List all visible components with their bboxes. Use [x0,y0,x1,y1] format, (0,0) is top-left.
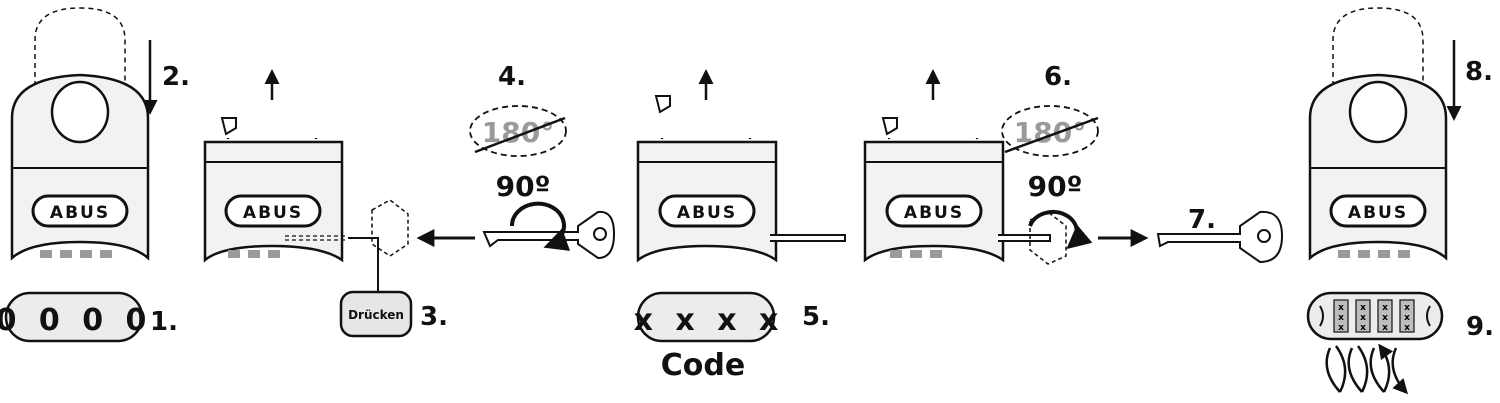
brand-logo: ABUS [677,203,737,223]
dial-mark: x [1338,323,1344,333]
start-code: 0 0 0 0 [0,303,152,338]
brand-logo: ABUS [904,203,964,223]
dial-mark: x [1360,323,1366,333]
new-code: x x x x [634,303,785,338]
step-4-label: 4. [498,62,526,92]
rotate-arrow [509,201,571,251]
removed-key [1156,210,1284,264]
strike-line [1004,116,1099,154]
dashed-ellipse [1001,105,1099,157]
angle-ok: 90º [1028,170,1083,203]
padlock-open-2: ABUS [203,8,345,263]
padlock-closed-1: ABUS [10,7,150,261]
padlock-open-6: ABUS [863,8,1093,265]
dashed-ellipse [469,105,567,157]
dial-wheel [1355,299,1371,333]
scramble-arrows [1325,346,1406,392]
step-3-label: 3. [420,302,448,332]
dial-wheel [1399,299,1415,333]
dial-wheel [1333,299,1349,333]
step-6-label: 6. [1044,62,1072,92]
brand-logo: ABUS [50,203,110,223]
key-head-outline [1029,211,1067,265]
step-1-label: 1. [150,307,178,337]
brand-logo: ABUS [1348,203,1408,223]
dial-mark: x [1338,313,1344,323]
rotate-arrow [1028,209,1093,250]
code-label: Code [661,348,745,383]
dial-display-start: 0 0 0 0 [0,291,152,343]
dial-mark: x [1360,303,1366,313]
strike-line [474,116,566,154]
angle-ok: 90º [496,170,551,203]
press-connector [348,237,379,292]
padlock-open-5: ABUS [636,8,846,263]
dial-mark: x [1382,323,1388,333]
padlock-closed-8: ABUS [1308,7,1448,261]
step-5-label: 5. [802,302,830,332]
dial-mark: x [1404,323,1410,333]
press-label: Drücken [348,308,404,322]
step-9-label: 9. [1466,312,1494,342]
angle-crossed: 180° [482,116,554,149]
dial-mark: x [1382,303,1388,313]
key-with-rotation [482,201,616,260]
dial-mark: x [1404,313,1410,323]
dial-mark: x [1382,313,1388,323]
dial-mark: x [1338,303,1344,313]
brand-logo: ABUS [243,203,303,223]
dial-mark: x [1404,303,1410,313]
step-2-label: 2. [162,62,190,92]
dial-mark: x [1360,313,1366,323]
inserted-key [770,234,846,242]
step-7-label: 7. [1188,205,1216,235]
press-button: Drücken [339,290,413,338]
key-head-outline [371,199,409,257]
dial-display-new: x x x x [634,291,785,343]
step-8-label: 8. [1465,57,1493,87]
